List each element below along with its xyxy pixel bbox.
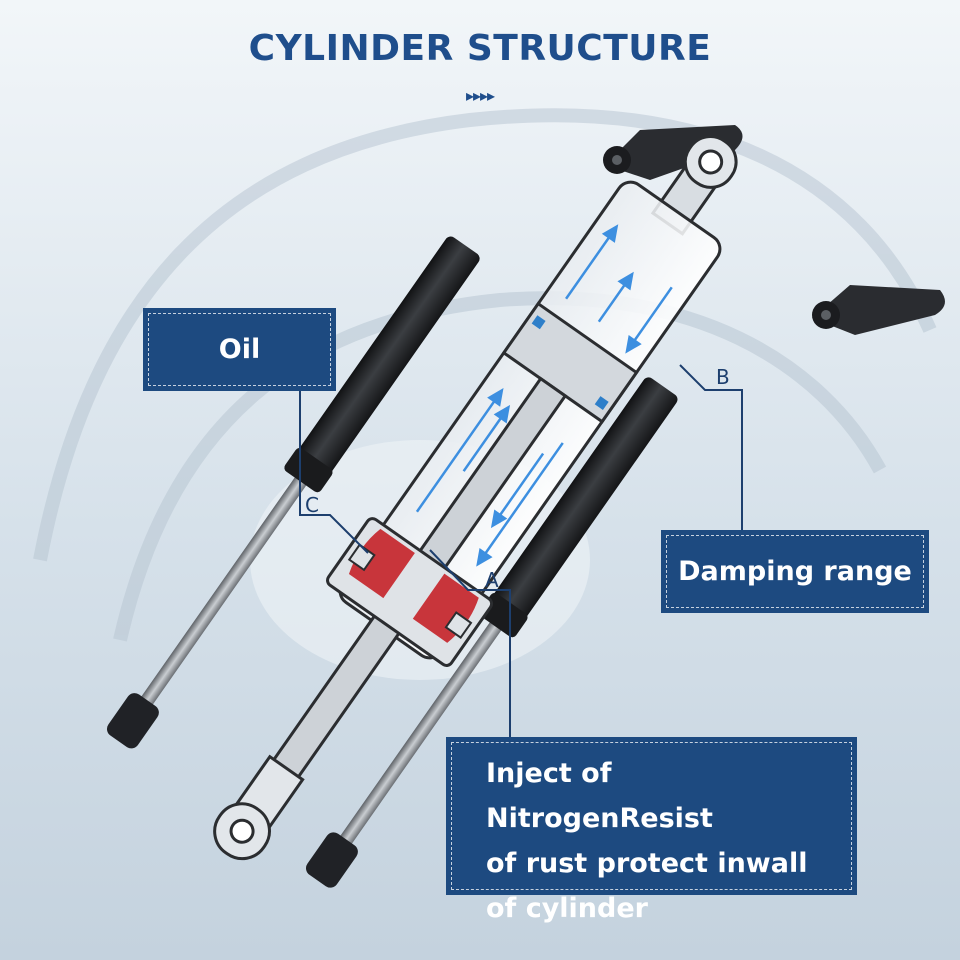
left-gas-strut: [106, 236, 480, 749]
callout-nitrogen-line-2: of rust protect inwall: [486, 848, 808, 879]
callout-nitrogen-line-3: of cylinder: [486, 893, 648, 924]
callout-oil: Oil: [143, 308, 336, 391]
left-strut-body: [288, 236, 480, 489]
left-strut-collar: [284, 447, 333, 493]
marker-a: A: [485, 568, 499, 592]
marker-b: B: [716, 365, 730, 389]
left-strut-end-cap: [106, 693, 159, 749]
callout-damping-range: Damping range: [661, 530, 929, 613]
leader-line-damping: [679, 364, 743, 530]
right-strut-end-cap: [305, 832, 358, 888]
right-strut-bracket: [812, 285, 945, 335]
flow-arrows: [415, 224, 673, 567]
leader-lines: [299, 364, 743, 737]
callout-nitrogen-line-1: Inject of NitrogenResist: [486, 758, 713, 834]
leader-line-oil: [299, 391, 369, 554]
title-chevrons-icon: ▸▸▸▸: [465, 86, 495, 105]
page-title: CYLINDER STRUCTURE: [248, 28, 712, 69]
left-strut-rod: [138, 470, 311, 709]
callout-oil-label: Oil: [218, 334, 261, 365]
right-strut-body: [483, 377, 678, 634]
cutaway-cylinder: [213, 135, 738, 861]
red-seal-left: [348, 528, 415, 599]
marker-c: C: [305, 493, 319, 517]
callout-damping-label: Damping range: [678, 556, 912, 587]
callout-nitrogen: Inject of NitrogenResist of rust protect…: [446, 737, 857, 924]
right-strut-rod: [336, 615, 506, 850]
car-background-silhouette: [33, 108, 937, 642]
leader-line-inject: [429, 549, 511, 737]
